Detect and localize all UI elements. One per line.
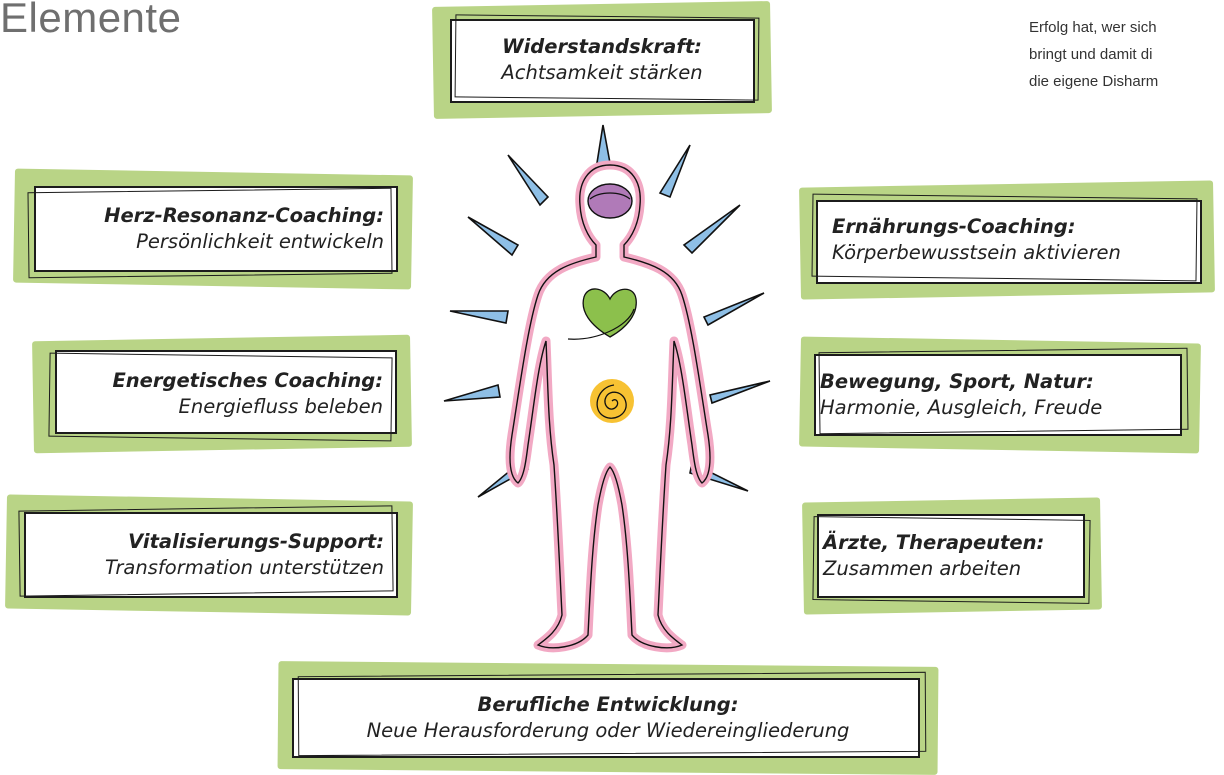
ray-right-mid	[704, 293, 764, 325]
intro-line: bringt und damit di	[1029, 41, 1224, 68]
box-heading: Widerstandskraft:	[447, 34, 757, 60]
page-title: Elemente	[0, 0, 181, 42]
box-subtitle: Energiefluss beleben	[47, 394, 383, 420]
human-figure-illustration	[420, 105, 800, 665]
box-subtitle: Achtsamkeit stärken	[447, 60, 757, 86]
box-heading: Bewegung, Sport, Natur:	[820, 369, 1186, 395]
ray-left-lower	[444, 385, 500, 401]
box-energetisches-coaching: Energetisches Coaching: Energiefluss bel…	[33, 338, 411, 450]
box-subtitle: Harmonie, Ausgleich, Freude	[820, 395, 1186, 421]
box-subtitle: Persönlichkeit entwickeln	[28, 229, 384, 255]
box-berufliche-entwicklung: Berufliche Entwicklung: Neue Herausforde…	[278, 664, 938, 772]
intro-line: Erfolg hat, wer sich	[1029, 14, 1224, 41]
intro-line: die eigene Disharm	[1029, 68, 1224, 95]
box-herz-resonanz: Herz-Resonanz-Coaching: Persönlichkeit e…	[14, 172, 412, 286]
ray-left-mid	[450, 311, 508, 323]
box-heading: Vitalisierungs-Support:	[20, 529, 384, 555]
box-bewegung-sport-natur: Bewegung, Sport, Natur: Harmonie, Ausgle…	[800, 340, 1200, 450]
ray-left-upper	[468, 217, 518, 255]
box-subtitle: Transformation unterstützen	[20, 555, 384, 581]
intro-text: Erfolg hat, wer sich bringt und damit di…	[1029, 14, 1224, 95]
box-widerstandskraft: Widerstandskraft: Achtsamkeit stärken	[433, 4, 771, 116]
box-subtitle: Neue Herausforderung oder Wiedereinglied…	[292, 718, 924, 744]
box-heading: Berufliche Entwicklung:	[292, 692, 924, 718]
box-heading: Ernährungs-Coaching:	[832, 214, 1200, 240]
box-vitalisierungs-support: Vitalisierungs-Support: Transformation u…	[6, 498, 412, 612]
box-subtitle: Zusammen arbeiten	[823, 556, 1087, 582]
ray-right-upper	[684, 205, 740, 253]
ray-top-right	[660, 145, 690, 197]
ray-top-left	[508, 155, 548, 205]
box-subtitle: Körperbewusstsein aktivieren	[832, 240, 1200, 266]
brain-symbol	[588, 184, 632, 218]
box-heading: Ärzte, Therapeuten:	[823, 530, 1087, 556]
box-ernaehrungs-coaching: Ernährungs-Coaching: Körperbewusstsein a…	[800, 184, 1214, 296]
box-aerzte-therapeuten: Ärzte, Therapeuten: Zusammen arbeiten	[803, 500, 1101, 612]
ray-top	[597, 125, 610, 163]
box-heading: Herz-Resonanz-Coaching:	[28, 203, 384, 229]
ray-right-lower	[710, 381, 770, 403]
box-heading: Energetisches Coaching:	[47, 368, 383, 394]
